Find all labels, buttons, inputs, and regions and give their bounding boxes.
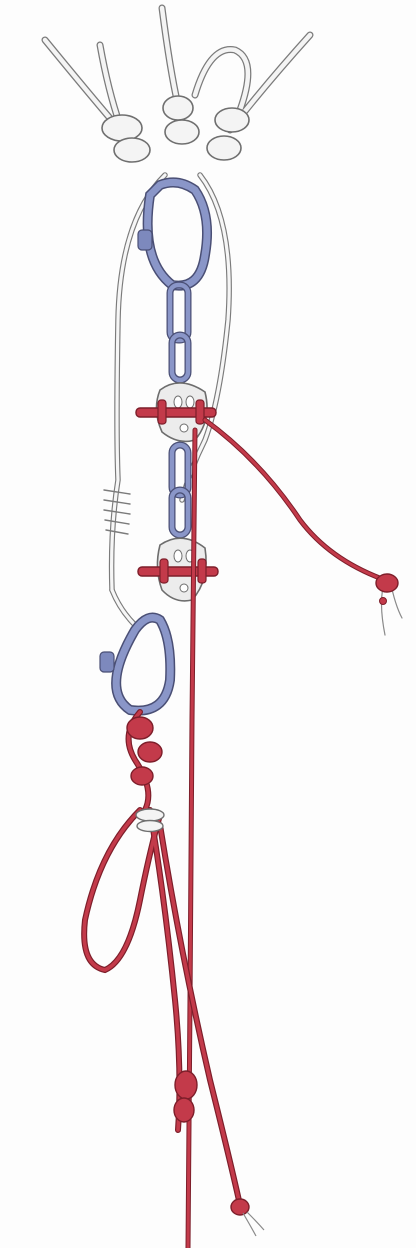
anchor-knots [102, 96, 249, 162]
red-cord-right [205, 420, 402, 635]
lower-carabiner [100, 618, 170, 711]
upper-carabiner [138, 182, 207, 285]
lower-cord-end-knot [231, 1199, 264, 1236]
red-loop-knot [84, 712, 240, 1205]
